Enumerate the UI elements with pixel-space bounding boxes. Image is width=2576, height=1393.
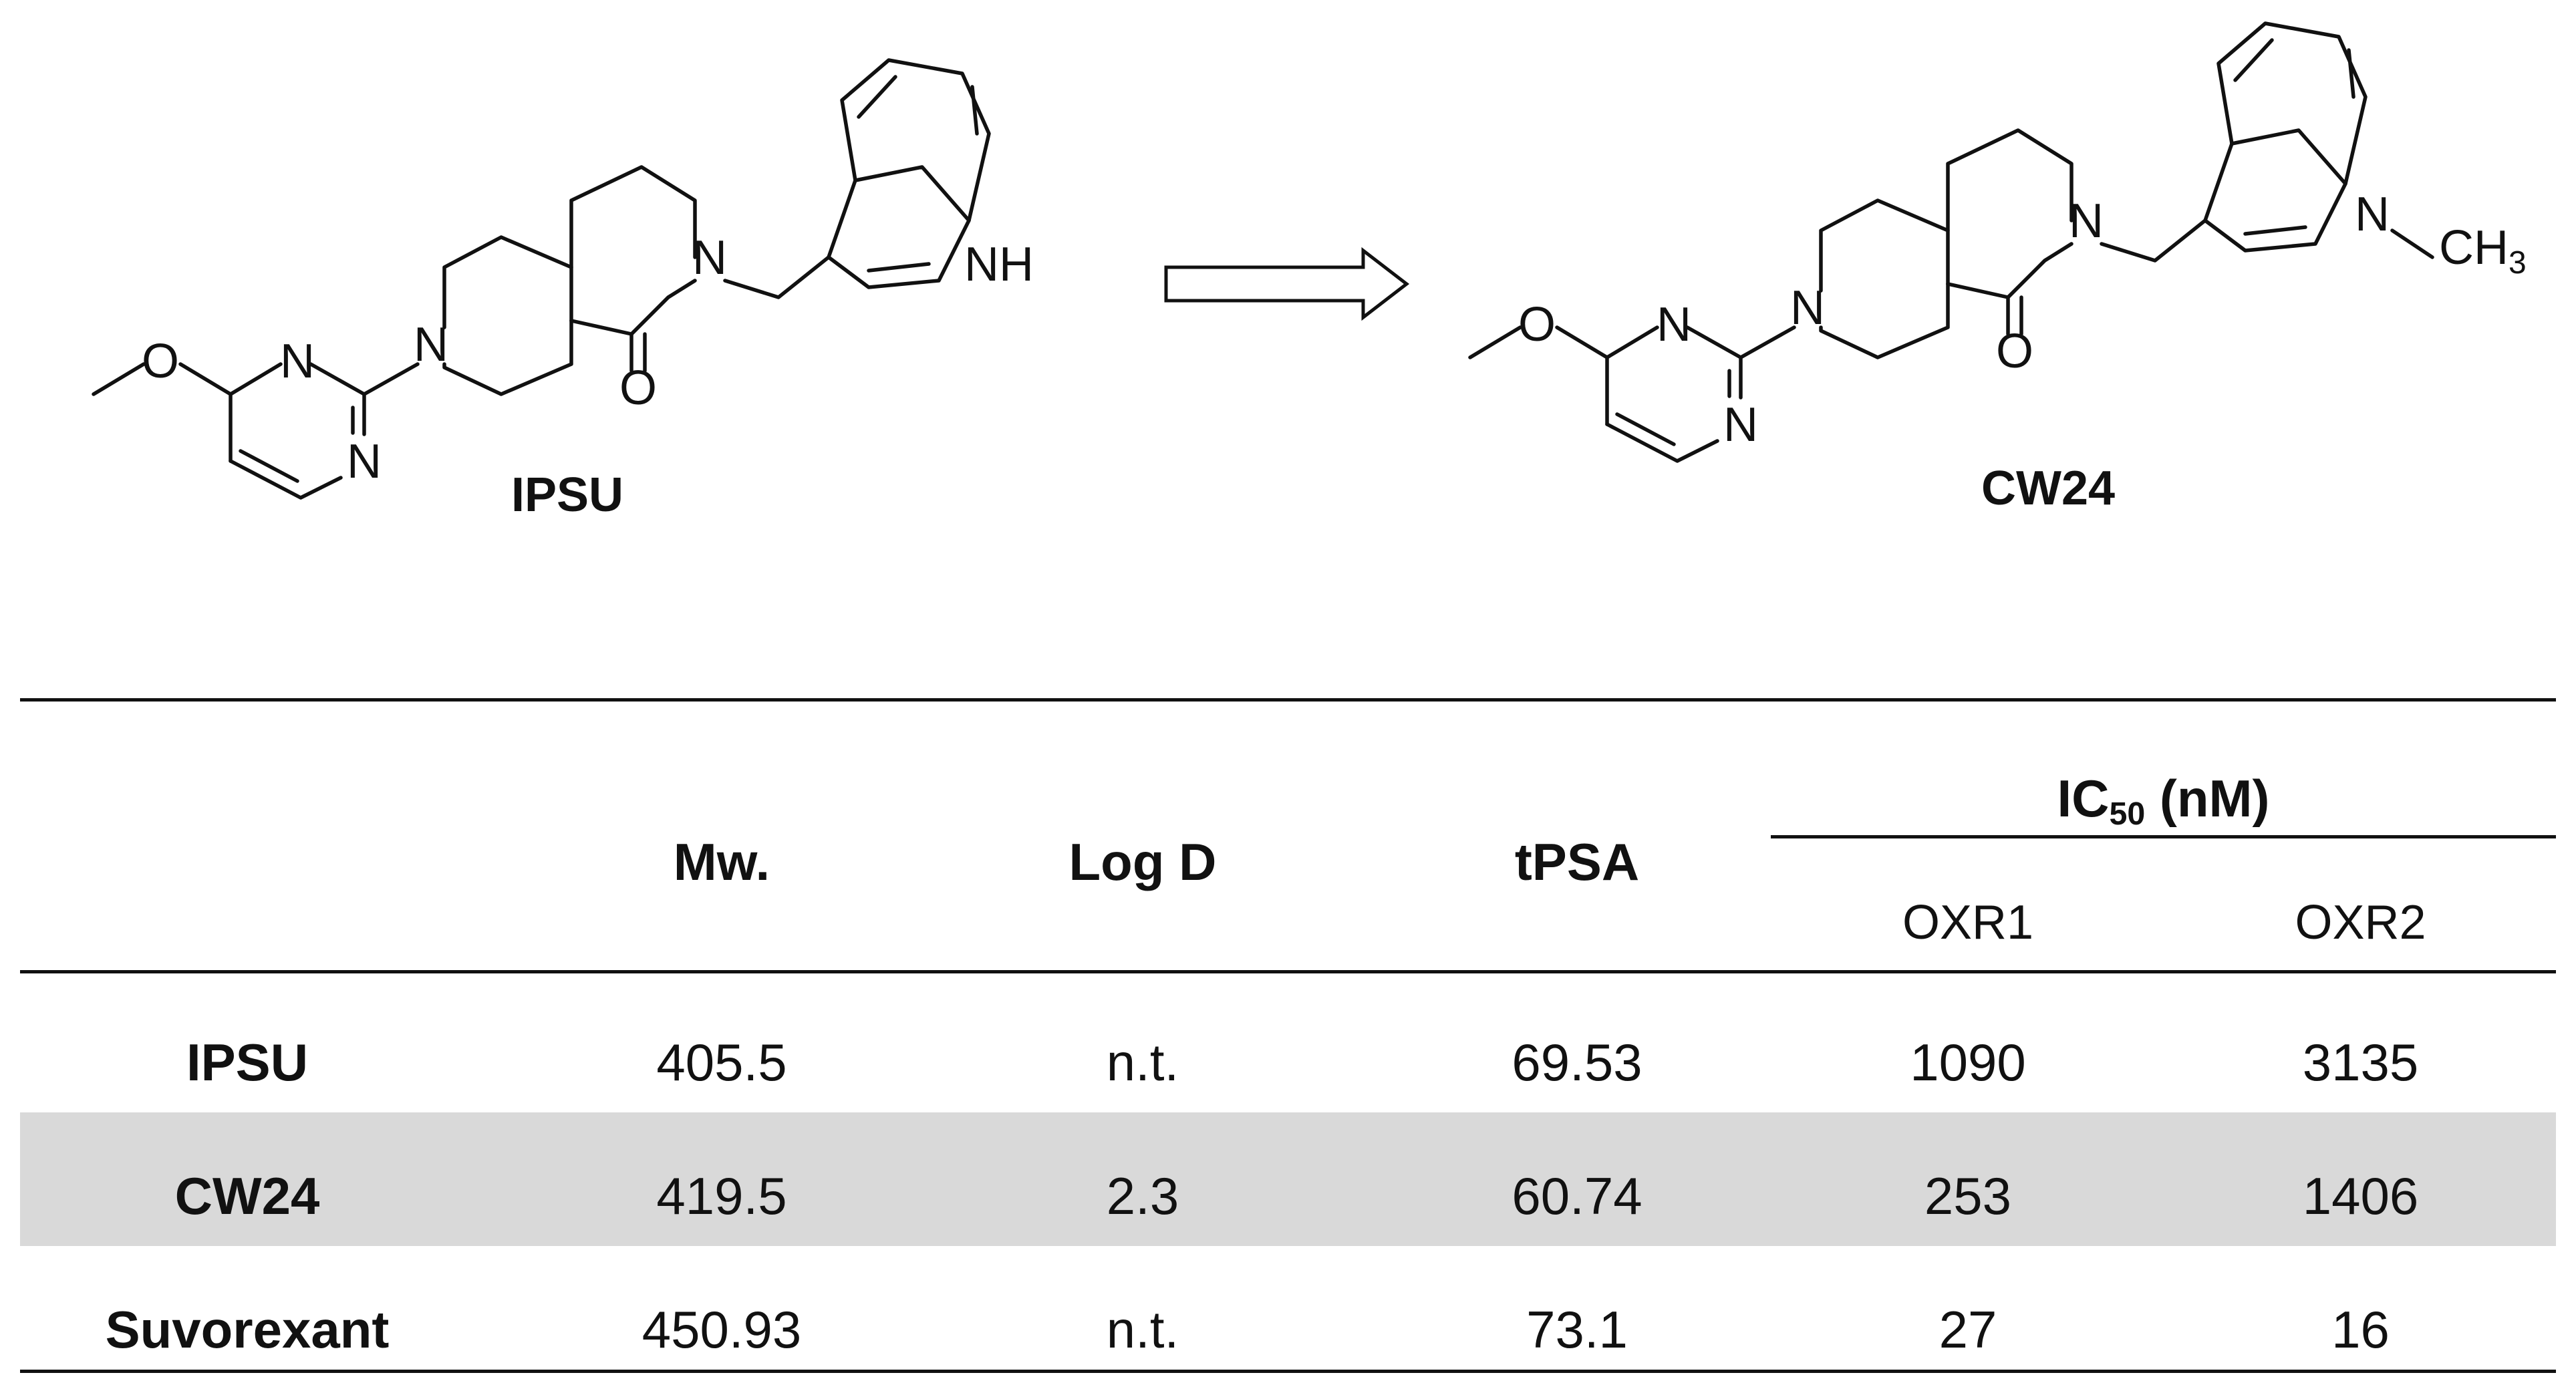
header-logd: Log D bbox=[1068, 832, 1217, 891]
row-suvorexant-oxr2: 16 bbox=[2331, 1300, 2390, 1359]
row-ipsu-oxr1: 1090 bbox=[1910, 1033, 2026, 1092]
ipsu-atom-n-lactam: N bbox=[692, 231, 727, 285]
row-suvorexant-name: Suvorexant bbox=[105, 1300, 390, 1359]
chemical-structures-scheme: O N N N N O NH O N N N N bbox=[92, 21, 2527, 500]
cw24-atom-o-carbonyl: O bbox=[1996, 325, 2033, 378]
row-ipsu-oxr2: 3135 bbox=[2302, 1033, 2419, 1092]
cw24-methyl-subscript: 3 bbox=[2509, 245, 2527, 281]
row-cw24-logd: 2.3 bbox=[1106, 1167, 1179, 1225]
transformation-arrow bbox=[1164, 247, 1410, 321]
row-suvorexant-mw: 450.93 bbox=[641, 1300, 802, 1359]
row-cw24-oxr2: 1406 bbox=[2302, 1167, 2419, 1225]
ipsu-atom-nh: NH bbox=[964, 238, 1034, 291]
cw24-methyl-ch: CH bbox=[2439, 221, 2509, 275]
header-ic50: IC50 (nM) bbox=[1771, 768, 2556, 832]
cw24-atom-n-lactam: N bbox=[2069, 194, 2104, 248]
table-top-rule bbox=[20, 698, 2556, 702]
ipsu-structure: O N N N N O NH bbox=[92, 58, 1034, 500]
header-ic50-unit: (nM) bbox=[2145, 769, 2270, 828]
row-suvorexant-tpsa: 73.1 bbox=[1526, 1300, 1628, 1359]
table-bottom-rule bbox=[20, 1370, 2556, 1373]
subheader-oxr1: OXR1 bbox=[1902, 896, 2034, 949]
header-ic50-main: IC bbox=[2057, 769, 2110, 828]
subheader-oxr2: OXR2 bbox=[2295, 896, 2426, 949]
row-ipsu-mw: 405.5 bbox=[656, 1033, 787, 1092]
ipsu-atom-o-carbonyl: O bbox=[619, 361, 657, 415]
cw24-atom-n1: N bbox=[1657, 298, 1691, 351]
row-suvorexant-oxr1: 27 bbox=[1939, 1300, 1997, 1359]
ipsu-atom-o-methoxy: O bbox=[142, 335, 179, 388]
cw24-atom-o-methoxy: O bbox=[1518, 298, 1556, 351]
cw24-label: CW24 bbox=[1981, 462, 2116, 515]
row-ipsu-logd: n.t. bbox=[1106, 1033, 1179, 1092]
cw24-atom-n-indole: N bbox=[2355, 188, 2390, 241]
row-cw24-name: CW24 bbox=[174, 1167, 320, 1225]
header-mw: Mw. bbox=[673, 832, 770, 891]
row-cw24-mw: 419.5 bbox=[656, 1167, 787, 1225]
ic50-underline bbox=[1771, 835, 2556, 838]
ipsu-atom-n1: N bbox=[280, 335, 315, 388]
cw24-atom-n-piperidine: N bbox=[1790, 281, 1825, 335]
row-ipsu-tpsa: 69.53 bbox=[1512, 1033, 1642, 1092]
row-cw24-oxr1: 253 bbox=[1924, 1167, 2012, 1225]
header-ic50-sub: 50 bbox=[2109, 796, 2146, 832]
row-ipsu-name: IPSU bbox=[186, 1033, 309, 1092]
row-suvorexant-logd: n.t. bbox=[1106, 1300, 1179, 1359]
header-tpsa: tPSA bbox=[1514, 832, 1640, 891]
header-bottom-rule bbox=[20, 970, 2556, 973]
properties-table: Mw. Log D tPSA IC50 (nM) OXR1 OXR2 IPSU … bbox=[20, 698, 2556, 1380]
row-cw24-tpsa: 60.74 bbox=[1512, 1167, 1642, 1225]
ipsu-label: IPSU bbox=[511, 468, 624, 522]
cw24-structure: O N N N N O N CH3 bbox=[1468, 21, 2527, 463]
row-cw24-shading bbox=[20, 1112, 2556, 1246]
cw24-atom-n2: N bbox=[1723, 398, 1758, 452]
cw24-methyl-label: CH3 bbox=[2439, 221, 2527, 281]
ipsu-atom-n2: N bbox=[347, 435, 382, 488]
ipsu-atom-n-piperidine: N bbox=[414, 318, 448, 371]
